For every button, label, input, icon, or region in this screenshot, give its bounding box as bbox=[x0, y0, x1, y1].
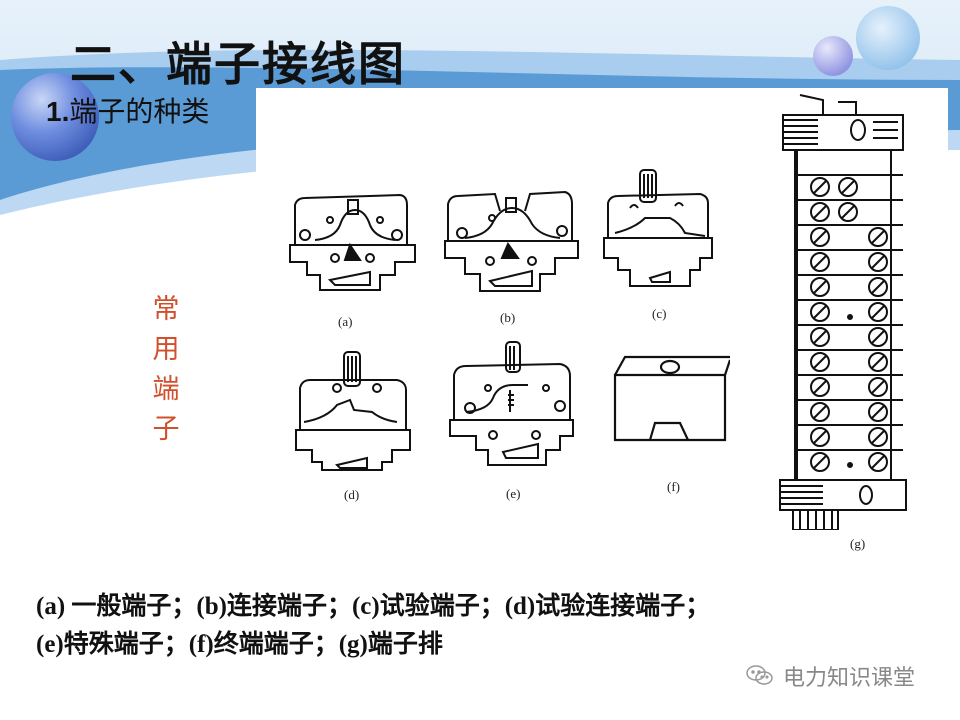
watermark: 电力知识课堂 bbox=[745, 660, 915, 692]
section-heading: 1.端子的种类 bbox=[46, 90, 209, 130]
figure-d-test-connecting-terminal: (d) bbox=[292, 350, 417, 502]
caption-line-2: (e)特殊端子；(f)终端端子；(g)端子排 bbox=[36, 631, 443, 658]
figure-caption: (a) 一般端子；(b)连接端子；(c)试验端子；(d)试验连接端子； (e)特… bbox=[36, 588, 710, 664]
test-connecting-terminal-drawing bbox=[295, 351, 411, 471]
figure-label: (a) bbox=[338, 314, 353, 329]
figure-label: (f) bbox=[667, 479, 680, 494]
figure-label: (b) bbox=[500, 310, 516, 325]
figure-label: (e) bbox=[506, 486, 521, 501]
figure-f-end-terminal: (f) bbox=[610, 355, 732, 494]
figure-label: (g) bbox=[850, 536, 866, 551]
note-char: 常 bbox=[152, 294, 180, 325]
note-char: 端 bbox=[152, 374, 180, 405]
note-char: 用 bbox=[152, 334, 180, 365]
terminal-block-drawing bbox=[779, 94, 907, 531]
wechat-icon bbox=[746, 665, 773, 685]
figure-a-general-terminal: (a) bbox=[285, 190, 425, 329]
figure-e-special-terminal: (e) bbox=[448, 340, 578, 501]
test-terminal-drawing bbox=[603, 169, 713, 287]
section-number: 1. bbox=[46, 96, 70, 127]
slide-title: 二、端子接线图 bbox=[70, 37, 406, 91]
end-terminal-drawing bbox=[613, 355, 732, 442]
common-terminals-note: 常 用 端 子 bbox=[150, 290, 182, 450]
figure-g-terminal-block: (g) bbox=[778, 90, 913, 551]
general-terminal-drawing bbox=[289, 193, 416, 291]
connecting-terminal-drawing bbox=[444, 190, 579, 292]
section-label: 端子的种类 bbox=[69, 95, 210, 128]
watermark-text: 电力知识课堂 bbox=[783, 666, 916, 691]
figure-label: (c) bbox=[652, 306, 667, 321]
figure-b-connecting-terminal: (b) bbox=[440, 186, 585, 325]
figure-label: (d) bbox=[344, 487, 360, 502]
special-terminal-drawing bbox=[449, 341, 574, 466]
caption-line-1: (a) 一般端子；(b)连接端子；(c)试验端子；(d)试验连接端子； bbox=[36, 593, 711, 620]
figure-c-test-terminal: (c) bbox=[600, 168, 720, 321]
note-char: 子 bbox=[152, 414, 180, 445]
